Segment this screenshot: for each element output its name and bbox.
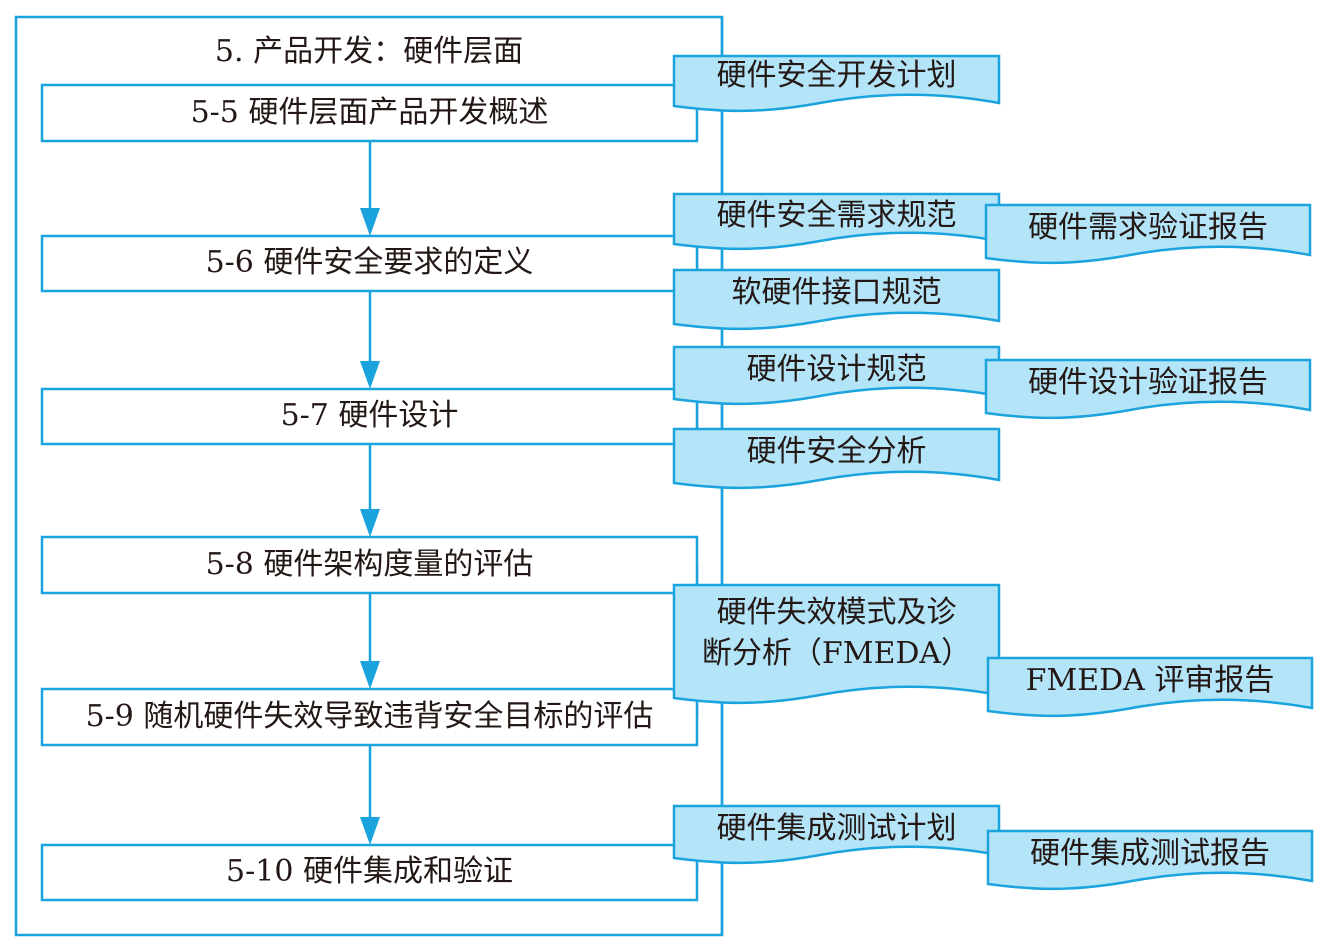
doc-label-hw-safety-req-spec: 硬件安全需求规范 bbox=[716, 198, 957, 233]
doc-label-fmeda-line2: 断分析（FMEDA） bbox=[701, 636, 972, 671]
arrowhead-5-10 bbox=[360, 817, 380, 845]
doc-shape-hw-safety-req-spec bbox=[672, 192, 1001, 251]
flow-arrows bbox=[360, 141, 380, 845]
doc-shape-hw-integration-test-plan bbox=[672, 804, 1001, 865]
doc-label-hw-design-verification-report: 硬件设计验证报告 bbox=[1028, 365, 1268, 400]
arrowhead-5-7 bbox=[360, 361, 380, 389]
step-label-5-10: 5-10 硬件集成和验证 bbox=[226, 854, 513, 889]
step-label-5-5: 5-5 硬件层面产品开发概述 bbox=[190, 95, 549, 130]
step-box-5-6 bbox=[40, 234, 699, 293]
doc-shape-fmeda-review-report bbox=[986, 656, 1314, 718]
doc-label-hw-safety-analysis: 硬件安全分析 bbox=[746, 434, 927, 469]
doc-label-hw-integration-test-report: 硬件集成测试报告 bbox=[1030, 836, 1270, 871]
step-label-5-8: 5-8 硬件架构度量的评估 bbox=[205, 547, 534, 582]
step-label-5-9: 5-9 随机硬件失效导致违背安全目标的评估 bbox=[85, 699, 654, 734]
doc-shape-hw-design-verification-report bbox=[984, 358, 1312, 420]
arrowhead-5-8 bbox=[360, 509, 380, 537]
step-box-5-9 bbox=[40, 687, 699, 747]
doc-label-hw-integration-test-plan: 硬件集成测试计划 bbox=[716, 811, 957, 846]
doc-shape-hw-safety-plan bbox=[672, 54, 1001, 113]
step-box-5-8 bbox=[40, 535, 699, 595]
step-box-5-5 bbox=[40, 83, 699, 143]
doc-label-hw-safety-plan: 硬件安全开发计划 bbox=[716, 58, 957, 93]
doc-label-fmeda-line1: 硬件失效模式及诊 bbox=[716, 595, 957, 630]
section-title: 5. 产品开发：硬件层面 bbox=[214, 34, 524, 69]
doc-shape-hw-design-spec bbox=[672, 345, 1001, 406]
step-label-5-6: 5-6 硬件安全要求的定义 bbox=[205, 245, 534, 280]
arrowhead-5-9 bbox=[360, 661, 380, 689]
step-boxes bbox=[40, 83, 699, 902]
doc-label-hw-sw-interface-spec: 软硬件接口规范 bbox=[731, 275, 942, 310]
doc-shape-hw-sw-interface-spec bbox=[672, 268, 1001, 331]
doc-shape-hw-req-verification-report bbox=[984, 203, 1312, 265]
step-box-5-10 bbox=[40, 843, 699, 902]
doc-shape-fmeda bbox=[672, 583, 1001, 705]
doc-shape-hw-safety-analysis bbox=[672, 427, 1001, 490]
doc-shapes bbox=[672, 54, 1314, 891]
doc-label-hw-req-verification-report: 硬件需求验证报告 bbox=[1028, 210, 1268, 245]
step-label-5-7: 5-7 硬件设计 bbox=[280, 398, 459, 433]
arrowhead-5-6 bbox=[360, 208, 380, 236]
doc-label-fmeda-review-report: FMEDA 评审报告 bbox=[1025, 663, 1275, 698]
step-box-5-7 bbox=[40, 387, 699, 446]
doc-shape-hw-integration-test-report bbox=[986, 829, 1314, 891]
doc-label-hw-design-spec: 硬件设计规范 bbox=[746, 352, 927, 387]
